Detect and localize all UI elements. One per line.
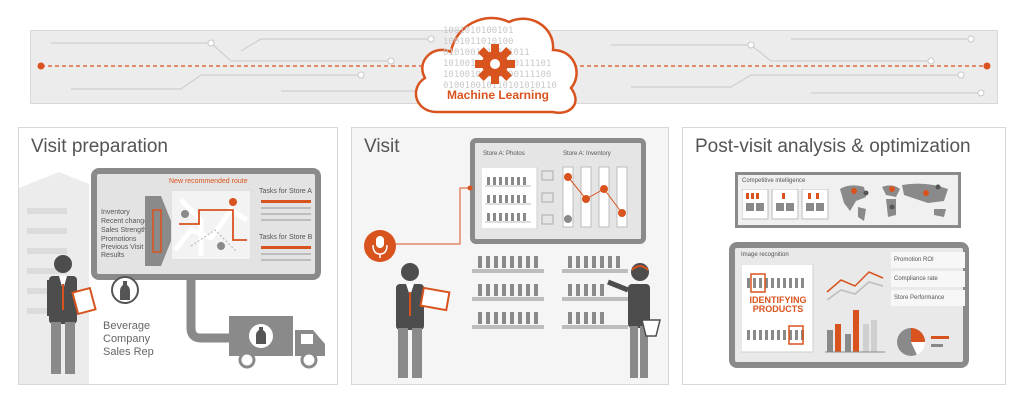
shelf-scan xyxy=(741,264,814,353)
tasks-store-b-bars xyxy=(261,246,311,261)
store-shelves xyxy=(472,256,628,329)
image-recognition-monitor: Image recognition IDENTIFYING PRODUCTS xyxy=(729,242,969,368)
sales-rep-figure xyxy=(47,255,97,374)
metrics-list: Promotion ROI Compliance rate Store Perf… xyxy=(891,252,965,306)
menu-item: Previous Visit Results xyxy=(101,244,144,259)
delivery-truck-icon xyxy=(229,316,325,369)
panel-visit: Visit Store A: Photos Store A: Inventory xyxy=(351,127,669,385)
mic-connector xyxy=(396,185,473,245)
route-map xyxy=(171,190,251,260)
thumbnail-icons xyxy=(541,170,554,225)
tasks-store-a-bars xyxy=(261,200,311,221)
menu-item: Sales Strengths xyxy=(101,227,151,234)
metric-store-performance: Store Performance xyxy=(891,290,965,306)
shopper-figure xyxy=(607,263,661,378)
inventory-chart xyxy=(562,166,628,228)
connector-start-dot xyxy=(37,62,45,70)
rep-label-line: Company xyxy=(103,333,151,345)
binary-line: 1001010100101 xyxy=(443,26,514,36)
world-map-icon xyxy=(840,183,948,221)
sales-rep-label: Beverage Company Sales Rep xyxy=(103,320,154,359)
menu-item: Promotions xyxy=(101,236,137,243)
identifying-products-label: IDENTIFYING PRODUCTS xyxy=(745,296,811,314)
arrow-icon xyxy=(145,196,175,266)
panel-title: Post-visit analysis & optimization xyxy=(695,136,971,157)
competitor-cards xyxy=(742,189,829,220)
connector-end-dot xyxy=(983,62,991,70)
panel-title: Visit preparation xyxy=(31,136,168,157)
inventory-label: Store A: Inventory xyxy=(563,151,611,157)
analysis-bar-chart xyxy=(825,271,885,353)
metric-promotion-roi: Promotion ROI xyxy=(891,252,965,268)
route-monitor: Inventory Recent changes Sales Strengths… xyxy=(91,168,321,280)
microphone-icon xyxy=(364,230,396,262)
menu-item: Inventory xyxy=(101,209,130,216)
tasks-store-a-label: Tasks for Store A xyxy=(259,188,312,195)
bottle-badge-icon xyxy=(111,276,139,304)
menu-item: Recent changes xyxy=(101,218,152,225)
identifying-line: IDENTIFYING xyxy=(749,295,807,305)
sales-rep-figure xyxy=(396,263,451,378)
panel-post-visit: Post-visit analysis & optimization Compe… xyxy=(682,127,1006,385)
competitive-intelligence-screen: Competitive intelligence xyxy=(735,172,961,228)
pie-chart-icon xyxy=(897,328,949,356)
tasks-store-b-label: Tasks for Store B xyxy=(259,234,313,241)
binary-line: 010010010110101010110 xyxy=(443,81,557,91)
gear-icon xyxy=(475,44,515,84)
rep-label-line: Sales Rep xyxy=(103,346,154,358)
competitive-label: Competitive intelligence xyxy=(742,178,806,184)
rep-label-line: Beverage xyxy=(103,320,151,332)
machine-learning-label: Machine Learning xyxy=(446,88,550,102)
machine-learning-cloud: 1001010100101 1001011010100 010100101110… xyxy=(405,4,585,120)
panel-visit-preparation: Visit preparation Inventory Recent chang… xyxy=(18,127,338,385)
route-title: New recommended route xyxy=(169,178,248,185)
photos-label: Store A: Photos xyxy=(483,151,525,157)
store-monitor: Store A: Photos Store A: Inventory xyxy=(470,138,646,244)
route-menu: Inventory Recent changes Sales Strengths… xyxy=(101,208,152,260)
binary-line: 1001011010100 xyxy=(443,37,514,47)
image-recognition-label: Image recognition xyxy=(741,252,789,258)
identifying-line: PRODUCTS xyxy=(752,304,804,314)
panel-title: Visit xyxy=(364,136,400,157)
metric-compliance-rate: Compliance rate xyxy=(891,271,965,287)
store-photos xyxy=(481,167,538,229)
